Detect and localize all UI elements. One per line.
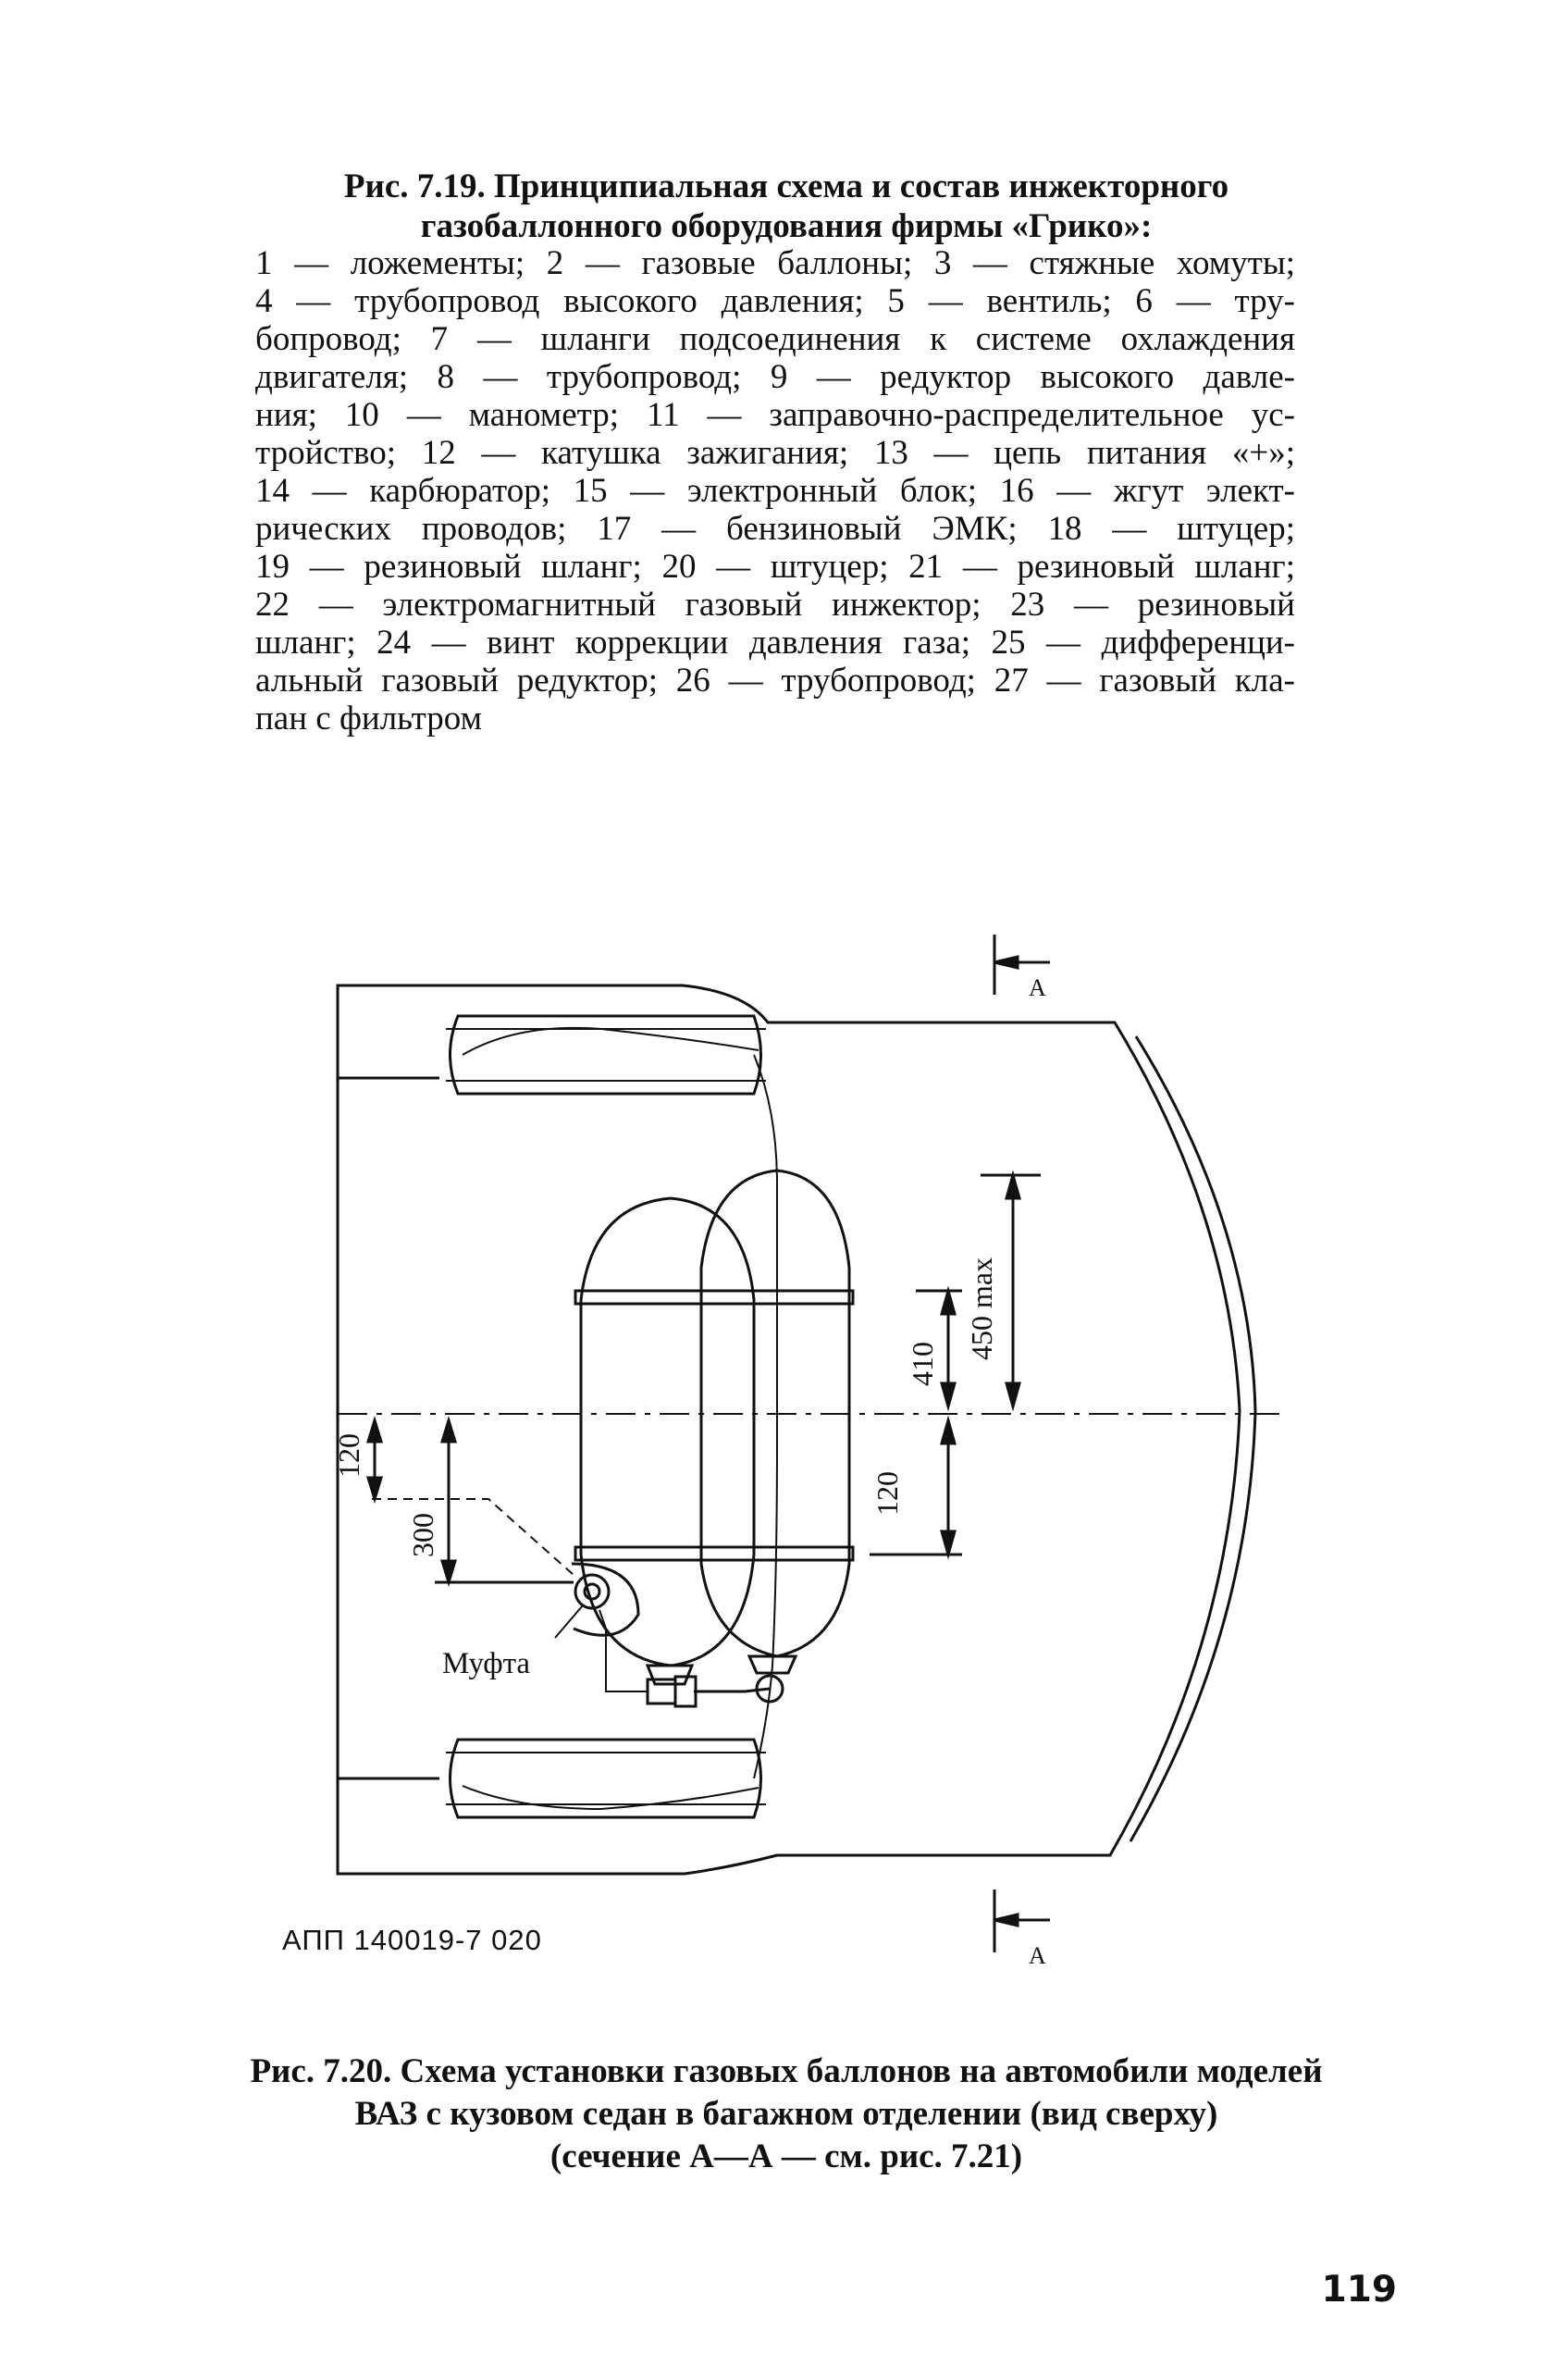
dimension-120-left (365, 1415, 384, 1505)
figure-7-20-title-line1: Рис. 7.20. Схема установки газовых балло… (250, 2052, 1323, 2090)
coupling-label: Муфта (442, 1647, 530, 1680)
gas-cylinder-left (579, 1196, 756, 1667)
coupling (554, 1562, 640, 1639)
legend-line: пан с фильтром (255, 700, 482, 737)
dimension-300-label: 300 (406, 1513, 439, 1557)
dimension-120-left-label: 120 (332, 1433, 365, 1478)
figure-7-20-title-line3: (сечение А—А — см. рис. 7.21) (549, 2137, 1023, 2175)
figure-7-20-title-line2: ВАЗ с кузовом седан в багажном отделении… (354, 2095, 1218, 2133)
legend-line: 19 — резиновый шланг; 20 — штуцер; 21 — … (255, 548, 1295, 586)
figure-7-19-title-line2: газобаллонного оборудования фирмы «Грико… (420, 207, 1153, 245)
wheel-top (446, 1014, 766, 1096)
car-body-outline (336, 984, 1257, 1876)
page-number: 119 (1321, 2269, 1397, 2311)
wheel-bottom (446, 1738, 766, 1819)
legend-line: 22 — электромагнитный газовый инжектор; … (255, 586, 1295, 624)
figure-7-19-legend: 1 — ложементы; 2 — газовые баллоны; 3 — … (255, 244, 1295, 737)
legend-line: 1 — ложементы; 2 — газовые баллоны; 3 — … (255, 244, 1295, 282)
valve-assembly (599, 1609, 798, 1708)
section-marker-top (993, 935, 1050, 995)
legend-line: 4 — трубопровод высокого давления; 5 — в… (255, 282, 1295, 320)
legend-line: бопровод; 7 — шланги подсоединения к сис… (255, 320, 1295, 358)
dimension-300 (435, 1415, 574, 1588)
legend-line: шланг; 24 — винт коррекции давления газа… (255, 624, 1295, 662)
legend-line: альный газовый редуктор; 26 — трубопрово… (255, 662, 1295, 700)
legend-line: ния; 10 — манометр; 11 — заправочно-расп… (255, 396, 1295, 434)
figure-7-20-title: Рис. 7.20. Схема установки газовых балло… (130, 2050, 1443, 2178)
legend-line: тройство; 12 — катушка зажигания; 13 — ц… (255, 434, 1295, 472)
clamp-lower (574, 1545, 855, 1562)
dimension-450-label: 450 max (965, 1258, 998, 1360)
dimension-120-right-label: 120 (870, 1471, 904, 1516)
figure-7-19-title-line1: Рис. 7.19. Принципиальная схема и состав… (343, 167, 1229, 205)
figure-7-19-title: Рис. 7.19. Принципиальная схема и состав… (231, 167, 1341, 246)
drawing-code: АПП 140019-7 020 (282, 1924, 542, 1956)
dimension-410 (916, 1285, 962, 1412)
clamp-upper (574, 1289, 855, 1306)
dimension-450 (981, 1170, 1041, 1412)
dimension-410-label: 410 (906, 1342, 939, 1386)
dimension-120-right (870, 1415, 962, 1560)
gas-cylinder-right (699, 1169, 851, 1658)
legend-line: двигателя; 8 — трубопровод; 9 — редуктор… (255, 358, 1295, 396)
legend-line: рических проводов; 17 — бензиновый ЭМК; … (255, 510, 1295, 548)
legend-line: 14 — карбюратор; 15 — электронный блок; … (255, 472, 1295, 510)
section-label-bottom: A (1029, 1942, 1046, 1969)
section-marker-bottom (993, 1889, 1050, 1952)
section-label-top: A (1029, 974, 1046, 1001)
